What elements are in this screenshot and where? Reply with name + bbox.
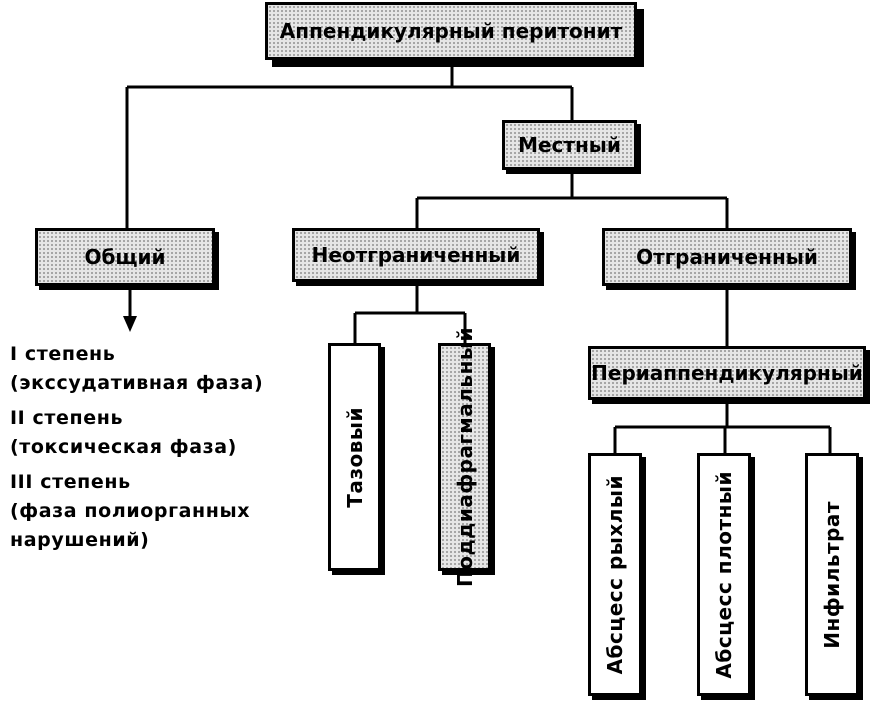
pelvic-box: Тазовый — [328, 343, 381, 571]
abscess-loose-label: Абсцесс рыхлый — [603, 474, 627, 675]
general-stages-list: I степень (экссудативная фаза) II степен… — [10, 340, 310, 555]
root-label: Аппендикулярный перитонит — [279, 19, 623, 43]
infiltrate-box: Инфильтрат — [805, 453, 859, 696]
stage-1-title: I степень — [10, 343, 116, 365]
unlimited-box: Неотграниченный — [292, 228, 540, 282]
abscess-dense-label: Абсцесс плотный — [712, 470, 736, 679]
abscess-dense-box: Абсцесс плотный — [697, 453, 751, 696]
local-label: Местный — [518, 133, 621, 157]
root-box: Аппендикулярный перитонит — [265, 2, 637, 60]
abscess-loose-box: Абсцесс рыхлый — [588, 453, 642, 696]
periappendicular-box: Периаппендикулярный — [588, 346, 866, 400]
local-box: Местный — [502, 120, 637, 170]
arrow-head-icon — [123, 316, 137, 332]
general-box: Общий — [35, 228, 215, 286]
general-label: Общий — [84, 245, 166, 269]
subhepatic-box: Поддиафрагмальный — [438, 327, 491, 587]
stage-3-title: III степень — [10, 471, 131, 493]
periappendicular-label: Периаппендикулярный — [591, 361, 863, 385]
stage-3-phase-line2: нарушений) — [10, 529, 150, 551]
unlimited-label: Неотграниченный — [311, 243, 521, 267]
stage-2-title: II степень — [10, 407, 124, 429]
limited-box: Отграниченный — [602, 228, 852, 286]
pelvic-label: Тазовый — [342, 406, 367, 508]
stage-2-phase: (токсическая фаза) — [10, 436, 237, 458]
stage-1-phase: (экссудативная фаза) — [10, 372, 264, 394]
stage-3-phase-line1: (фаза полиорганных — [10, 500, 251, 522]
subhepatic-label: Поддиафрагмальный — [452, 327, 477, 587]
limited-label: Отграниченный — [636, 245, 818, 269]
infiltrate-label: Инфильтрат — [820, 500, 844, 649]
